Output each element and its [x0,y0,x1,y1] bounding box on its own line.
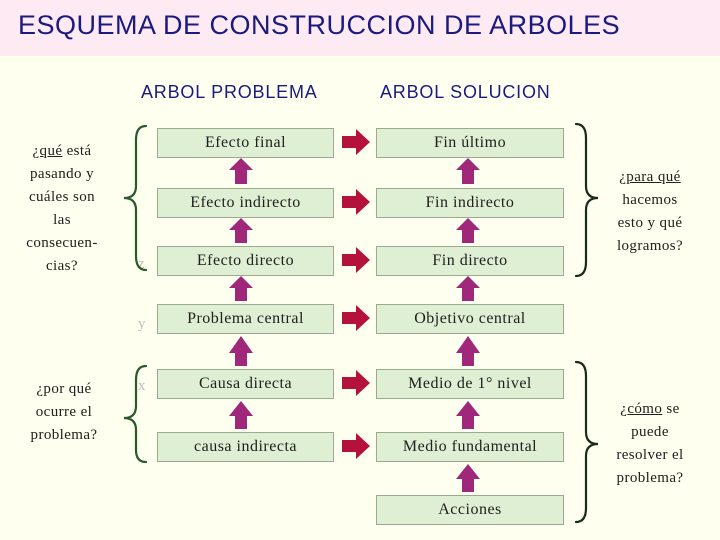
title-bar [0,0,720,56]
question-left-bottom: ¿por qué ocurre el problema? [12,378,116,447]
arrow-up-left-2 [229,218,253,243]
box-acciones: Acciones [376,495,564,525]
question-left-top-line1: está [62,143,92,159]
arrow-right-5 [342,370,370,396]
box-fin-indirecto: Fin indirecto [376,188,564,218]
vertical-arrows [229,158,480,492]
box-causa-directa: Causa directa [157,369,334,399]
arrow-up-right-1 [456,158,480,184]
question-right-top-line2: hacemos [622,192,678,208]
question-right-bottom-line2: puede [631,424,669,440]
question-left-top-line2: pasando y [29,166,94,182]
box-efecto-directo: Efecto directo [157,246,334,276]
box-causa-indirecta: causa indirecta [157,432,334,462]
arrow-up-left-5 [229,401,253,429]
arrow-up-left-3 [229,276,253,301]
horizontal-arrows [342,129,370,459]
arrow-right-3 [342,247,370,273]
question-right-top-keyword: ¿para qué [619,169,681,185]
question-left-top: ¿qué está pasando y cuáles son las conse… [10,140,114,278]
arrow-right-1 [342,129,370,155]
page-title: ESQUEMA DE CONSTRUCCION DE ARBOLES [18,10,621,40]
box-problema-central: Problema central [157,304,334,334]
question-right-bottom: ¿cómo se puede resolver el problema? [600,398,700,490]
question-left-top-line3: cuáles son [28,189,96,205]
arrow-right-6 [342,433,370,459]
brace-right-bottom [574,360,599,524]
box-fin-directo: Fin directo [376,246,564,276]
question-right-top-line3: esto y qué [617,215,683,231]
question-right-top-line4: logramos? [616,238,684,254]
question-right-bottom-line3: resolver el [616,447,684,463]
brace-left-bottom [123,364,148,464]
arrow-right-2 [342,189,370,215]
ghost-letter-y: y [138,316,146,332]
brace-left-top [123,124,148,272]
arrow-up-right-4 [456,336,480,366]
box-medio-fundamental: Medio fundamental [376,432,564,462]
question-left-top-line4: las [53,212,71,228]
arrow-up-right-2 [456,218,480,243]
question-left-bottom-line3: problema? [30,427,98,443]
arrow-right-4 [342,305,370,331]
arrow-up-right-3 [456,276,480,301]
question-left-top-line6: cias? [46,258,78,274]
question-left-bottom-line1: ¿por qué [36,381,92,397]
box-efecto-indirecto: Efecto indirecto [157,188,334,218]
header-solution-tree: ARBOL SOLUCION [380,82,551,102]
braces [123,122,599,524]
question-right-bottom-line4: problema? [616,470,684,486]
ghost-letter-x: x [138,378,146,394]
arrow-up-left-4 [229,336,253,366]
question-left-top-keyword: ¿qué [32,143,63,159]
question-right-top: ¿para qué hacemos esto y qué logramos? [600,166,700,258]
header-problem-tree: ARBOL PROBLEMA [141,82,318,102]
arrow-up-right-6 [456,464,480,492]
question-right-bottom-keyword: ¿cómo [620,401,663,417]
brace-right-top [574,122,599,278]
question-left-bottom-line2: ocurre el [35,404,93,420]
question-left-top-line5: consecuen- [26,235,98,251]
box-efecto-final: Efecto final [157,128,334,158]
arrow-up-left-1 [229,158,253,184]
box-fin-ultimo: Fin último [376,128,564,158]
ghost-letter-z: z [138,256,145,272]
arrow-up-right-5 [456,401,480,429]
question-right-bottom-line1: se [662,401,680,417]
box-medio-primer-nivel: Medio de 1° nivel [376,369,564,399]
box-objetivo-central: Objetivo central [376,304,564,334]
